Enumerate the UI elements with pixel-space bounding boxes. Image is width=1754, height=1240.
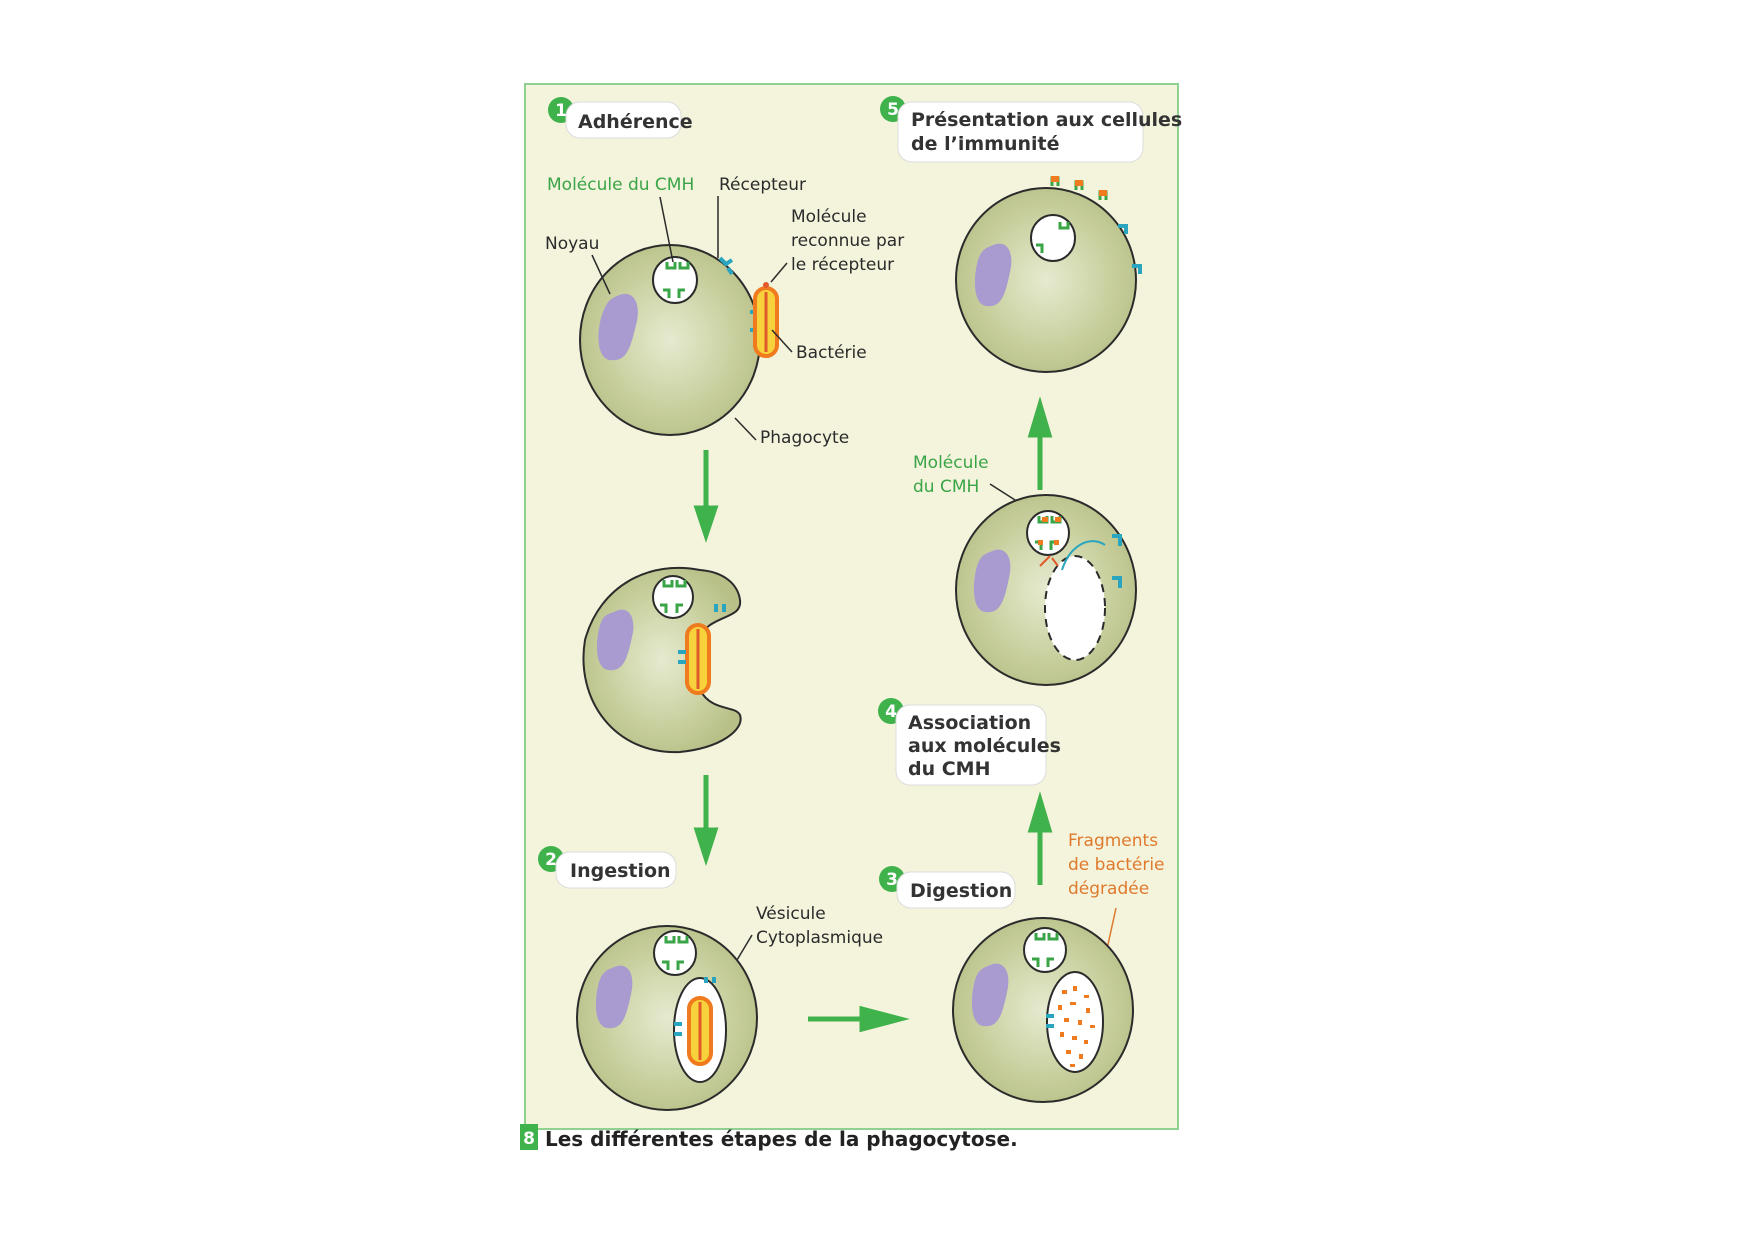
step-4-association: 4 Association aux molécules du CMH Moléc… [878,453,1137,786]
step-number: 2 [545,850,557,870]
label-cmh-molecule: Molécule du CMH [547,175,694,195]
nucleus [973,549,1011,613]
cmh-vesicle [1030,214,1076,262]
arrow-right [808,1005,910,1033]
label-fragments-line3: dégradée [1068,879,1149,899]
step-title: Adhérence [578,111,693,133]
caption-text: Les différentes étapes de la phagocytose… [545,1127,1018,1151]
arrow-up-1 [1027,791,1053,885]
label-fragments-line2: de bactérie [1068,855,1165,875]
step-number: 4 [885,702,897,722]
label-phagocyte: Phagocyte [760,428,849,448]
step-title-line3: du CMH [908,758,991,780]
cmh-molecule [660,580,687,613]
peptide-fragments [1038,517,1061,545]
label-cmh-molecule-2-line2: du CMH [913,477,979,497]
nucleus [974,243,1012,307]
nucleus [598,293,638,361]
step-title-line2: aux molécules [908,735,1061,757]
label-recognized-molecule-line3: le récepteur [791,255,894,275]
recycle-arrow [1061,540,1106,571]
degraded-vesicle [1044,555,1106,661]
receptor [1039,555,1059,567]
phagocyte-cell [955,187,1137,373]
label-nucleus: Noyau [545,234,599,254]
step-title-box [565,101,682,139]
step-number: 5 [887,100,899,120]
cmh-molecule [662,936,689,970]
arrow-down-2 [693,775,719,867]
step-title-line2: de l’immunité [911,133,1059,155]
nucleus [971,963,1009,1027]
step-2-ingestion: 2 Ingestion Vésicule Cytoplasmique [538,846,883,1111]
figure-number-badge [520,1124,538,1150]
step-1-adherence: 1 Adhérence Molécule du CMH Récepteur Mo… [545,97,904,448]
receptor [1112,534,1122,588]
step-title-box [896,871,1016,909]
arrow-up-2 [1027,396,1053,490]
cmh-molecule [1032,933,1059,967]
cmh-molecule [663,262,690,298]
bacterial-fragments [1058,986,1095,1067]
step-title-line1: Présentation aux cellules [911,109,1182,131]
step-number: 1 [555,101,567,121]
step-5-presentation: 5 Présentation aux cellules de l’immunit… [880,96,1182,373]
receptor [718,256,734,276]
receptor [678,604,726,664]
figure-number: 8 [523,1129,535,1149]
step-number: 3 [886,870,898,890]
label-bacterium: Bactérie [796,343,867,363]
label-receptor: Récepteur [719,175,806,195]
step-title-line1: Association [908,712,1031,734]
label-recognized-molecule-line2: reconnue par [791,231,904,251]
label-fragments-line1: Fragments [1068,831,1158,851]
label-cmh-molecule-2-line1: Molécule [913,453,989,473]
arrow-down-1 [693,450,719,543]
label-vesicle-line2: Cytoplasmique [756,928,883,948]
step-title-box [895,704,1047,786]
recognized-molecule-dot [763,282,769,288]
cmh-molecule [1036,222,1070,253]
receptor [1046,1014,1054,1028]
label-vesicle-line1: Vésicule [756,904,826,924]
nucleus [595,965,633,1029]
receptor [1118,224,1142,274]
label-recognized-molecule-line1: Molécule [791,207,867,227]
receptor [674,977,716,1036]
step-title-box [897,101,1144,163]
presented-antigens [1050,176,1108,200]
step-title: Ingestion [570,860,671,882]
step-title-box [555,851,677,889]
step-3-digestion: 3 Digestion Fragments de bactérie dégrad… [879,831,1165,1103]
step-title: Digestion [910,880,1012,902]
leader-lines [591,196,793,441]
nucleus [596,609,634,671]
figure-caption: 8 Les différentes étapes de la phagocyto… [520,1124,1018,1151]
step-engulfing [582,566,742,754]
